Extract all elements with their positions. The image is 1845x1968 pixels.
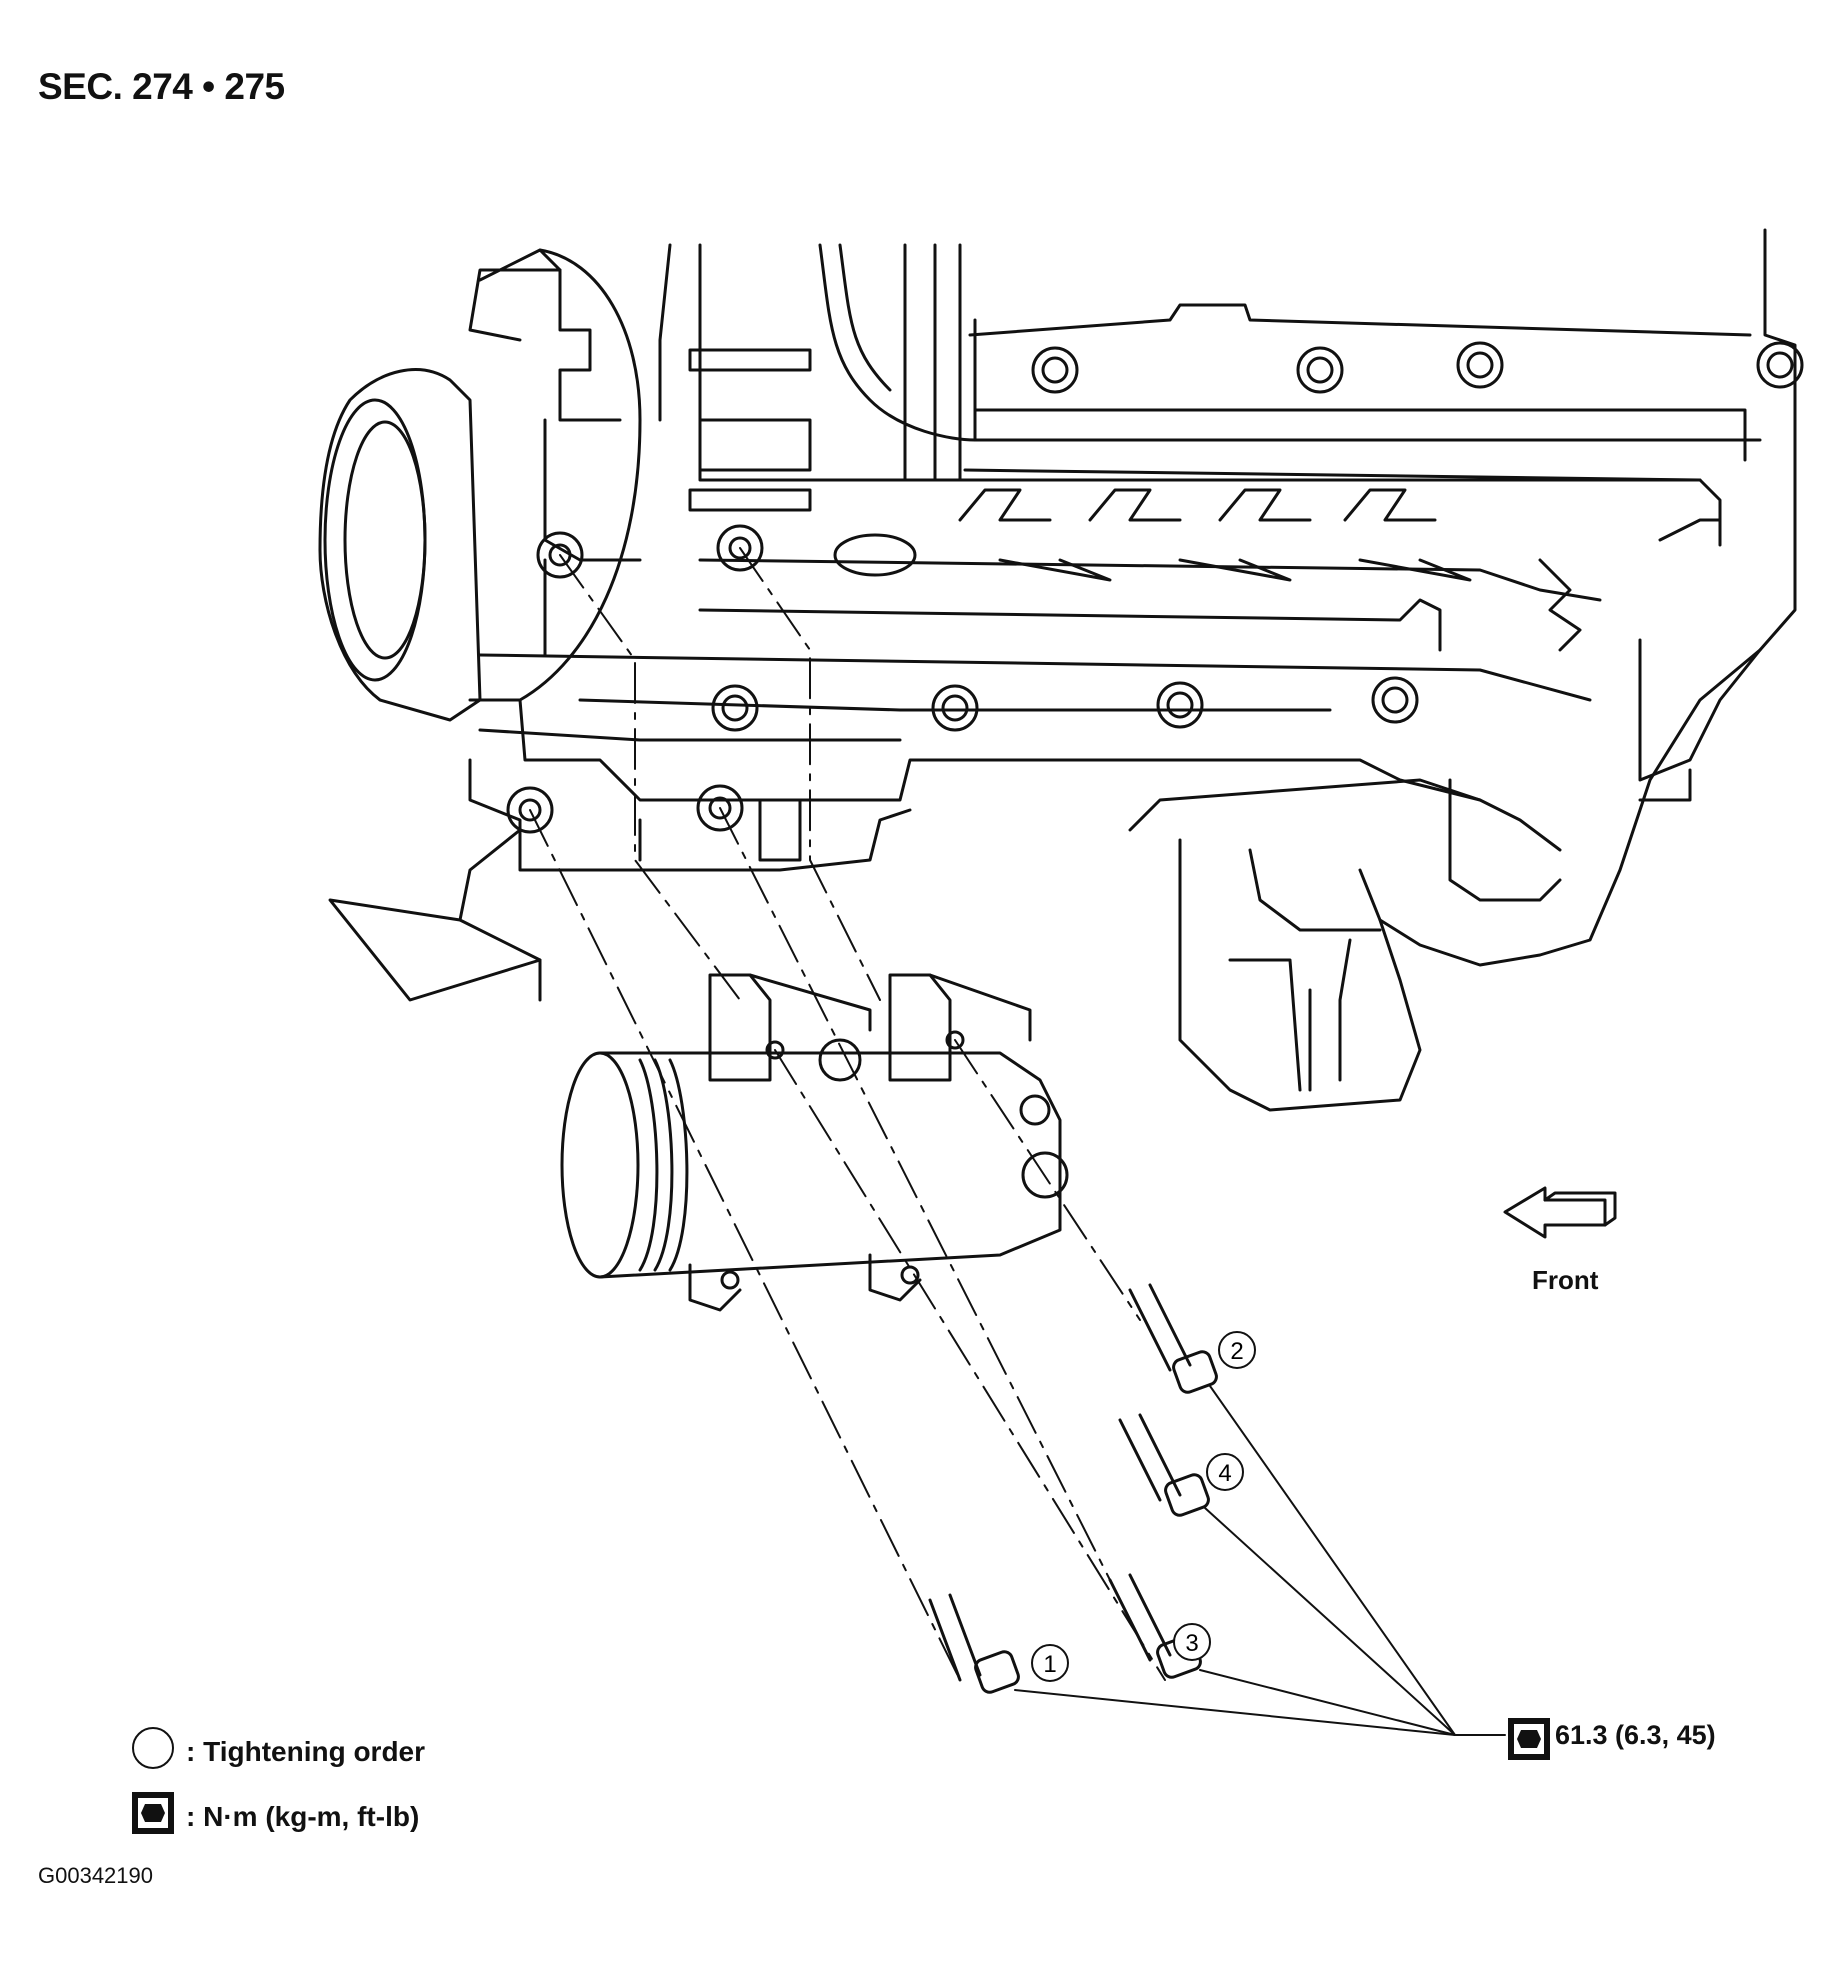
- bolt-4: [1118, 1413, 1210, 1517]
- torque-value: 61.3 (6.3, 45): [1555, 1720, 1716, 1750]
- legend-tightening-order-text: : Tightening order: [186, 1735, 426, 1767]
- order-label-4: 4: [1218, 1460, 1231, 1487]
- torque-leader-lines: [1014, 1385, 1506, 1736]
- legend-tightening-order: : Tightening order: [130, 1725, 425, 1778]
- order-label-3: 3: [1185, 1630, 1198, 1657]
- order-markers: 1 2 3 4: [1031, 1331, 1256, 1682]
- engine-block: [318, 228, 1804, 1112]
- bolt-1: [928, 1593, 1020, 1694]
- torque-wrench-icon: [130, 1790, 176, 1843]
- section-title: SEC. 274 • 275: [38, 66, 285, 107]
- alignment-lines: [529, 547, 1166, 1681]
- legend-torque-units-text: : N·m (kg-m, ft-lb): [186, 1800, 420, 1832]
- front-label: Front: [1532, 1265, 1599, 1295]
- legend-torque-units: : N·m (kg-m, ft-lb): [130, 1790, 419, 1843]
- torque-wrench-icon: [1508, 1718, 1550, 1760]
- order-label-2: 2: [1230, 1338, 1243, 1365]
- figure-id: G00342190: [38, 1863, 153, 1888]
- bolt-2: [1128, 1283, 1218, 1394]
- order-label-1: 1: [1043, 1651, 1056, 1678]
- compressor: [560, 973, 1069, 1312]
- front-arrow-icon: [1503, 1186, 1617, 1239]
- circle-icon: [130, 1725, 176, 1778]
